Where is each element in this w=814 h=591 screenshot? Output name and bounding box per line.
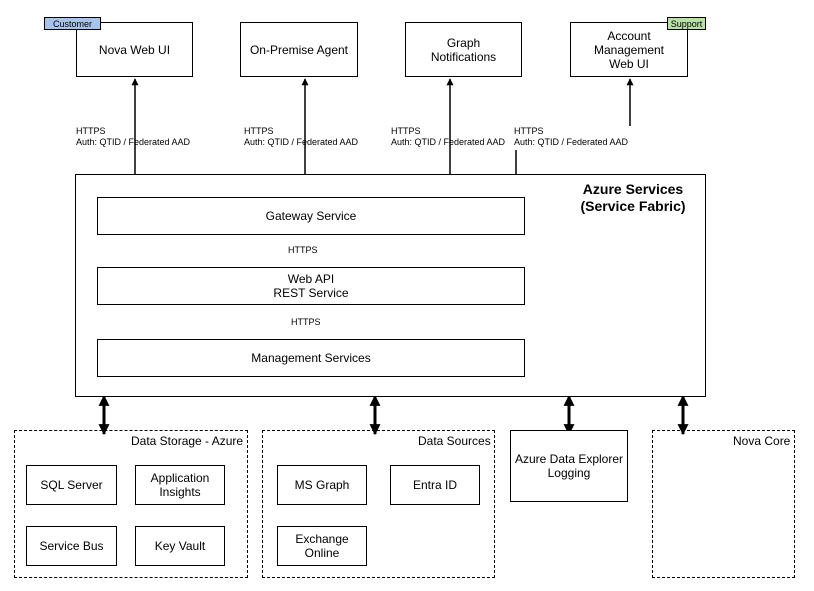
gateway-service-box: Gateway Service bbox=[97, 197, 525, 235]
account-management-conn-label: HTTPS Auth: QTID / Federated AAD bbox=[514, 126, 629, 147]
gateway-webapi-https-label: HTTPS bbox=[287, 245, 319, 256]
webapi-management-https-label: HTTPS bbox=[290, 317, 322, 328]
entra-id-box: Entra ID bbox=[390, 465, 480, 505]
key-vault-label: Key Vault bbox=[154, 539, 206, 553]
service-bus-label: Service Bus bbox=[39, 539, 104, 553]
graph-notifications-conn-label: HTTPS Auth: QTID / Federated AAD bbox=[391, 126, 506, 147]
nova-web-ui-conn-label: HTTPS Auth: QTID / Federated AAD bbox=[76, 126, 191, 147]
customer-tag: Customer bbox=[44, 17, 101, 30]
web-api-box: Web API REST Service bbox=[97, 267, 525, 305]
application-insights-label: Application Insights bbox=[150, 471, 210, 499]
gateway-service-label: Gateway Service bbox=[265, 209, 357, 223]
account-management-box: Account Management Web UI bbox=[570, 22, 688, 77]
management-services-box: Management Services bbox=[97, 339, 525, 377]
on-premise-agent-box: On-Premise Agent bbox=[240, 22, 358, 77]
application-insights-box: Application Insights bbox=[135, 465, 225, 505]
ms-graph-label: MS Graph bbox=[294, 478, 350, 492]
adx-logging-box: Azure Data Explorer Logging bbox=[510, 430, 628, 502]
key-vault-box: Key Vault bbox=[135, 526, 225, 566]
data-storage-label: Data Storage - Azure bbox=[131, 434, 244, 448]
nova-web-ui-label: Nova Web UI bbox=[98, 42, 171, 57]
entra-id-label: Entra ID bbox=[412, 478, 457, 492]
data-sources-label: Data Sources bbox=[418, 434, 491, 448]
on-premise-agent-label: On-Premise Agent bbox=[249, 42, 349, 57]
support-tag: Support bbox=[667, 17, 706, 30]
adx-logging-label: Azure Data Explorer Logging bbox=[514, 452, 624, 480]
exchange-online-label: Exchange Online bbox=[295, 532, 349, 560]
web-api-label: Web API REST Service bbox=[273, 272, 349, 300]
graph-notifications-label: Graph Notifications bbox=[430, 35, 497, 64]
support-tag-label: Support bbox=[670, 19, 703, 29]
nova-core-label: Nova Core bbox=[733, 434, 791, 448]
customer-tag-label: Customer bbox=[52, 19, 92, 29]
nova-web-ui-box: Nova Web UI bbox=[76, 22, 193, 77]
nova-core-group bbox=[652, 430, 795, 578]
on-premise-agent-conn-label: HTTPS Auth: QTID / Federated AAD bbox=[244, 126, 359, 147]
data-storage-group bbox=[14, 430, 248, 578]
sql-server-label: SQL Server bbox=[40, 478, 103, 492]
service-bus-box: Service Bus bbox=[26, 526, 117, 566]
azure-services-title: Azure Services (Service Fabric) bbox=[580, 181, 686, 214]
exchange-online-box: Exchange Online bbox=[277, 526, 367, 566]
management-services-label: Management Services bbox=[251, 351, 371, 365]
data-sources-group bbox=[262, 430, 495, 578]
graph-notifications-box: Graph Notifications bbox=[405, 22, 522, 77]
sql-server-box: SQL Server bbox=[26, 465, 117, 505]
account-management-label: Account Management Web UI bbox=[593, 28, 665, 71]
ms-graph-box: MS Graph bbox=[277, 465, 367, 505]
